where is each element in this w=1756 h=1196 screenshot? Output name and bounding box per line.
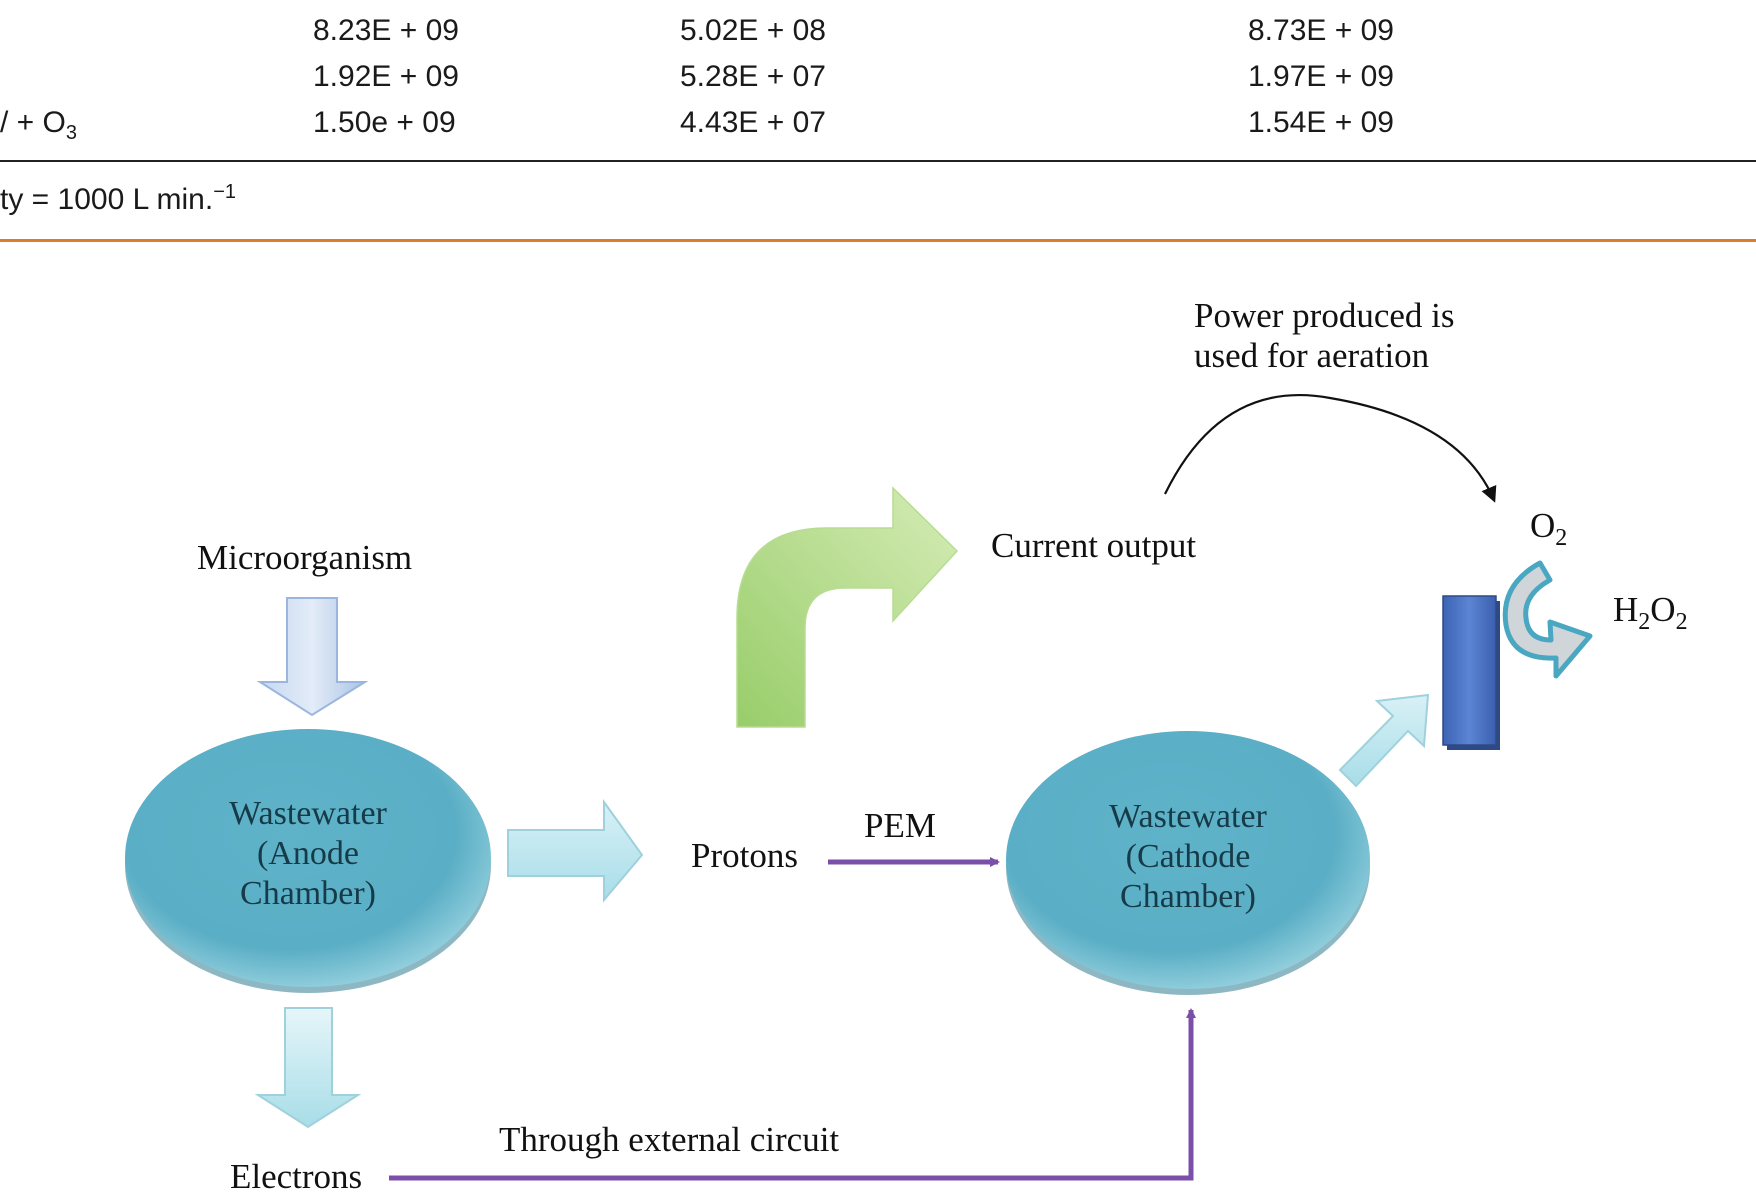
- power-label: Power produced is used for aeration: [1194, 296, 1455, 376]
- cathode-label-line-3: Chamber): [1120, 878, 1256, 915]
- protons-label: Protons: [691, 836, 798, 875]
- table-footnote: ty = 1000 L min.−1: [0, 182, 236, 215]
- oxygen-label-subscript: 2: [1555, 525, 1568, 551]
- cathode-chamber: [1006, 731, 1370, 989]
- table-row-3-col-2: 4.43E + 07: [680, 106, 826, 139]
- pem-label: PEM: [864, 806, 936, 845]
- current-output-label: Current output: [991, 526, 1197, 565]
- power-aeration-arrow: [1164, 393, 1497, 503]
- cathode-chamber-label: Wastewater (Cathode Chamber): [1048, 797, 1328, 917]
- oxygen-reduction-arrow: [1502, 560, 1593, 679]
- h2o2-sub-1: 2: [1638, 609, 1651, 635]
- table-row-1-col-1: 8.23E + 09: [313, 14, 459, 47]
- section-separator: [0, 239, 1756, 242]
- h2o2-h: H: [1613, 590, 1639, 629]
- electrode: [1442, 595, 1497, 746]
- anode-label-line-1: Wastewater: [229, 795, 387, 832]
- hydrogen-peroxide-label: H2O2: [1613, 592, 1688, 634]
- table-row-3-label-text: / + O: [0, 106, 66, 139]
- table-row-1-col-3: 8.73E + 09: [1248, 14, 1394, 47]
- oxygen-label: O2: [1530, 508, 1567, 550]
- power-label-line-1: Power produced is: [1194, 296, 1455, 335]
- cathode-label-line-2: (Cathode: [1125, 838, 1251, 875]
- cathode-to-electrode-arrow: [1338, 693, 1430, 788]
- external-circuit-label: Through external circuit: [499, 1120, 840, 1159]
- anode-label-line-2: (Anode: [257, 835, 359, 872]
- table-row-3-col-1: 1.50e + 09: [313, 106, 456, 139]
- table-bottom-rule: [0, 160, 1756, 162]
- microorganism-arrow: [256, 597, 369, 717]
- external-circuit-connector: [389, 1008, 1196, 1181]
- cathode-label-line-1: Wastewater: [1109, 798, 1267, 835]
- anode-chamber: [125, 729, 491, 987]
- electrons-label: Electrons: [230, 1157, 363, 1196]
- oxygen-label-main: O: [1530, 506, 1556, 545]
- electrons-arrow: [254, 1007, 362, 1129]
- table-row-3-label: / + O3: [0, 106, 77, 144]
- current-output-arrow: [736, 486, 959, 728]
- table-footnote-superscript: −1: [213, 181, 236, 203]
- table-row-2-col-1: 1.92E + 09: [313, 60, 459, 93]
- h2o2-o: O: [1650, 590, 1676, 629]
- table-row-2-col-3: 1.97E + 09: [1248, 60, 1394, 93]
- microorganism-label: Microorganism: [197, 538, 413, 577]
- table-row-3-label-subscript: 3: [65, 122, 77, 144]
- power-label-line-2: used for aeration: [1194, 336, 1430, 375]
- table-footnote-text: ty = 1000 L min.: [0, 183, 214, 216]
- h2o2-sub-2: 2: [1675, 609, 1688, 635]
- table-row-3-col-3: 1.54E + 09: [1248, 106, 1394, 139]
- table-row-2-col-2: 5.28E + 07: [680, 60, 826, 93]
- anode-label-line-3: Chamber): [240, 875, 376, 912]
- table-row-1-col-2: 5.02E + 08: [680, 14, 826, 47]
- anode-to-protons-arrow: [507, 798, 644, 903]
- anode-chamber-label: Wastewater (Anode Chamber): [168, 794, 448, 914]
